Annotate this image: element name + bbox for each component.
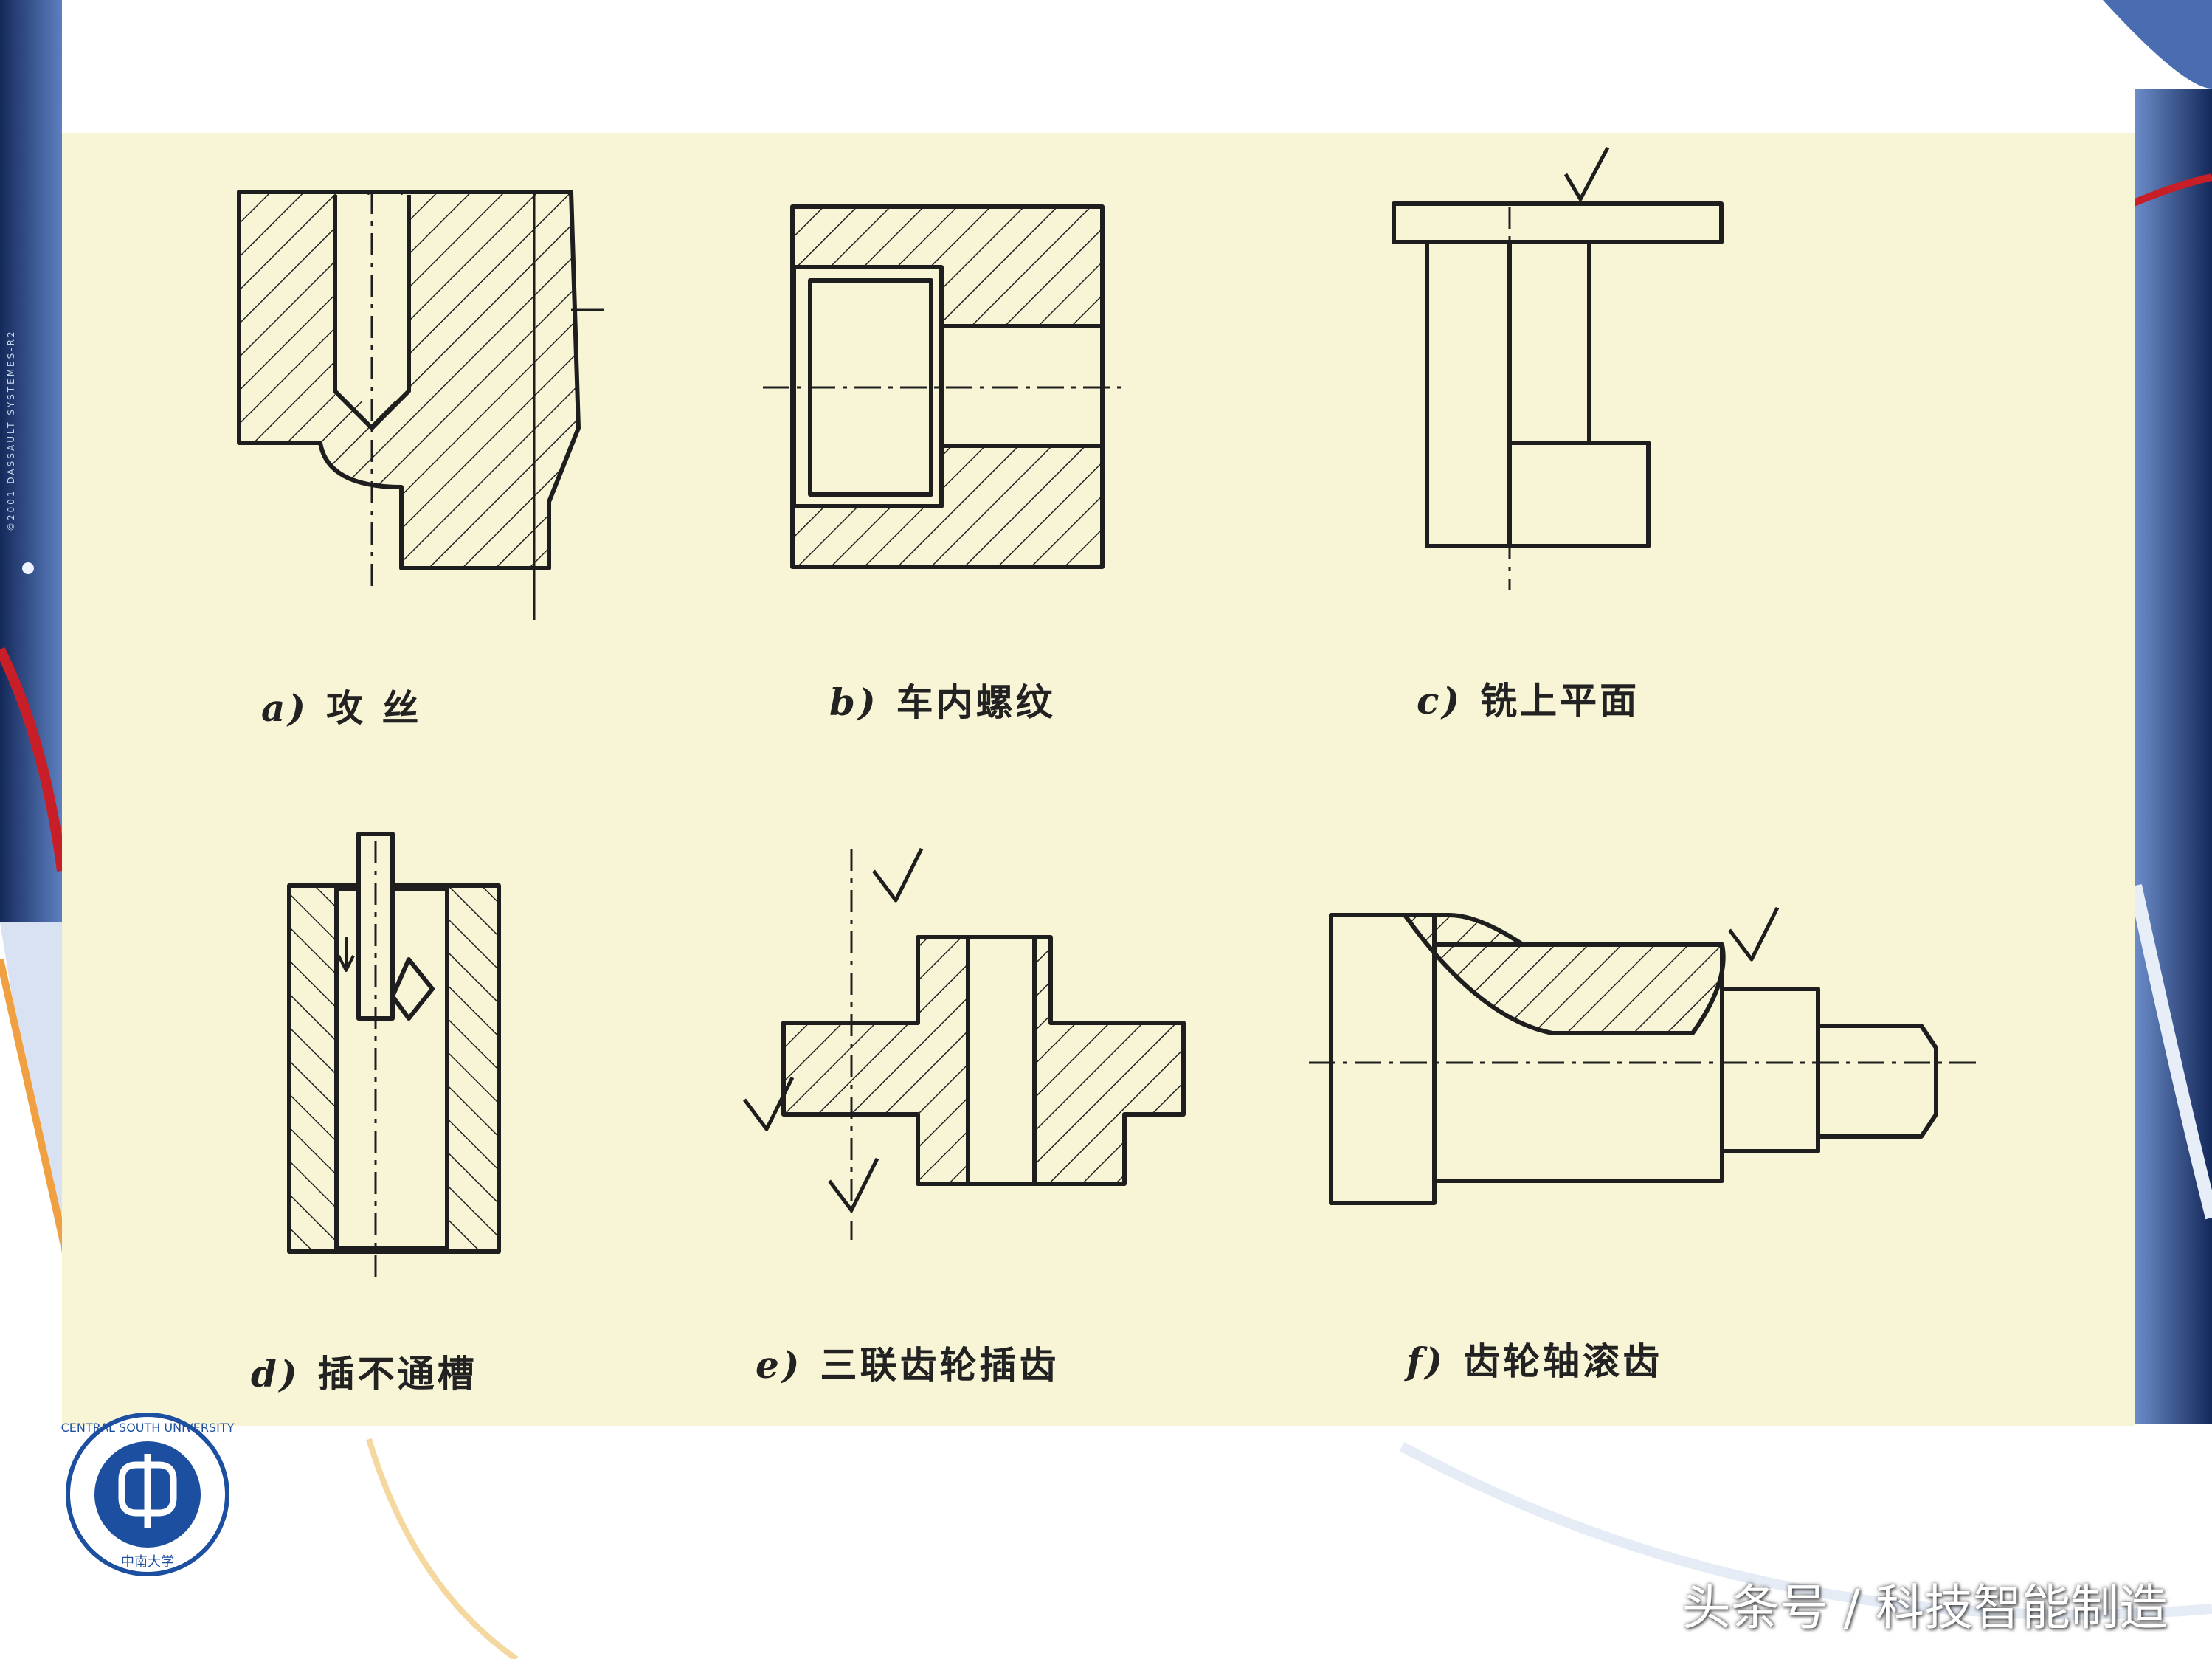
caption-b-text: 车内螺纹 [896, 681, 1056, 724]
caption-a-letter: a) [261, 686, 309, 730]
bottom-orange-swoosh [366, 1438, 519, 1659]
caption-e: e) 三联齿轮插齿 [756, 1336, 1059, 1389]
caption-d: d) 插不通槽 [251, 1345, 477, 1398]
sidebar-copyright: ©2001 DASSAULT SYSTEMES-R2 [6, 329, 16, 531]
caption-f-letter: f) [1406, 1339, 1446, 1383]
caption-c-letter: c) [1417, 679, 1463, 722]
sidebar-dot [22, 562, 34, 574]
figure-a-tapping [237, 190, 604, 620]
top-right-corner [2103, 0, 2212, 89]
left-red-swoosh [0, 646, 67, 872]
caption-e-text: 三联齿轮插齿 [820, 1344, 1060, 1387]
figure-b-internal-thread [763, 204, 1124, 569]
caption-d-text: 插不通槽 [317, 1353, 477, 1396]
right-blue-band [2135, 89, 2212, 1424]
machining-diagrams [237, 146, 1980, 1284]
logo-cn-text: 中南大学 [121, 1554, 174, 1570]
caption-d-letter: d) [251, 1352, 300, 1396]
caption-c: c) 铣上平面 [1417, 672, 1639, 725]
logo-ring-text: CENTRAL SOUTH UNIVERSITY [61, 1421, 235, 1435]
caption-f: f) 齿轮轴滚齿 [1406, 1332, 1662, 1385]
bottom-light-swoosh [1399, 1441, 2212, 1620]
right-red-swoosh [2123, 173, 2212, 210]
right-white-swoosh [2129, 884, 2212, 1220]
figure-f-gear-shaft [1309, 906, 1980, 1205]
caption-e-letter: e) [756, 1343, 803, 1387]
caption-c-text: 铣上平面 [1480, 680, 1640, 722]
watermark-text: 头条号 / 科技智能制造 [1682, 1579, 2168, 1636]
university-logo: CENTRAL SOUTH UNIVERSITY 中南大学 [61, 1413, 235, 1576]
figure-e-triple-gear [743, 847, 1186, 1240]
left-orange-swoosh [0, 958, 70, 1256]
caption-b-letter: b) [829, 680, 879, 724]
caption-b: b) 车内螺纹 [829, 673, 1056, 726]
figure-d-blind-slot [287, 832, 501, 1284]
left-blue-band [0, 0, 62, 922]
caption-a-text: 攻 丝 [326, 687, 422, 730]
figure-panel: a) 攻 丝 b) 车内螺纹 c) 铣上平面 d) 插不通槽 e) 三联齿轮插齿 f) 齿轮… [62, 133, 2135, 1426]
figure-c-milling-plane [1392, 146, 1724, 590]
caption-f-text: 齿轮轴滚齿 [1463, 1340, 1663, 1383]
caption-a: a) 攻 丝 [261, 679, 421, 732]
